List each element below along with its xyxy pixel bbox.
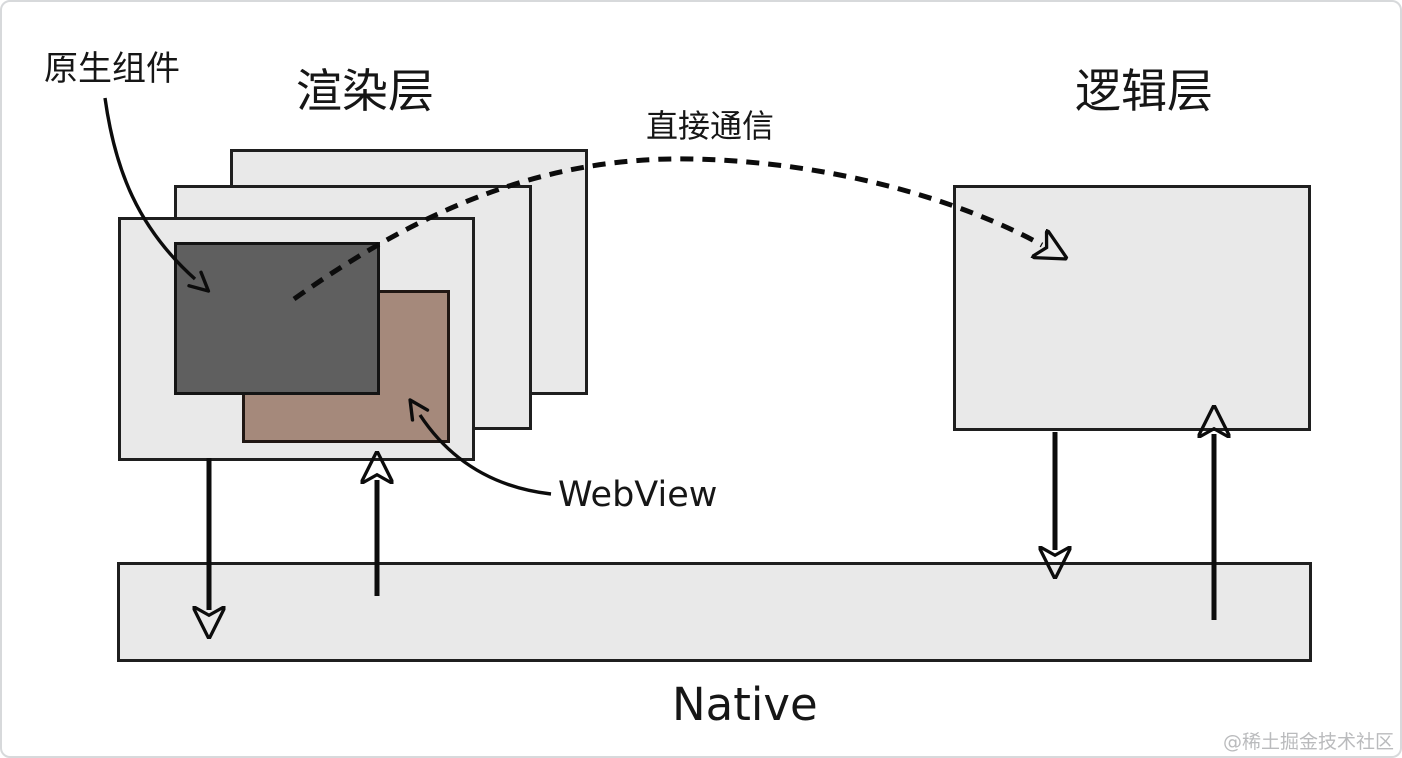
- watermark: @稀土掘金技术社区: [1222, 731, 1394, 753]
- native-bar: [117, 562, 1312, 662]
- render-layer-label: 渲染层: [296, 64, 434, 118]
- webview-label: WebView: [558, 475, 718, 515]
- native-label: Native: [672, 678, 818, 731]
- logic-layer-box: [953, 185, 1311, 431]
- logic-layer-label: 逻辑层: [1075, 64, 1213, 118]
- native-component-box: [174, 242, 380, 395]
- direct-communication-label: 直接通信: [646, 107, 775, 145]
- native-component-label: 原生组件: [44, 49, 180, 89]
